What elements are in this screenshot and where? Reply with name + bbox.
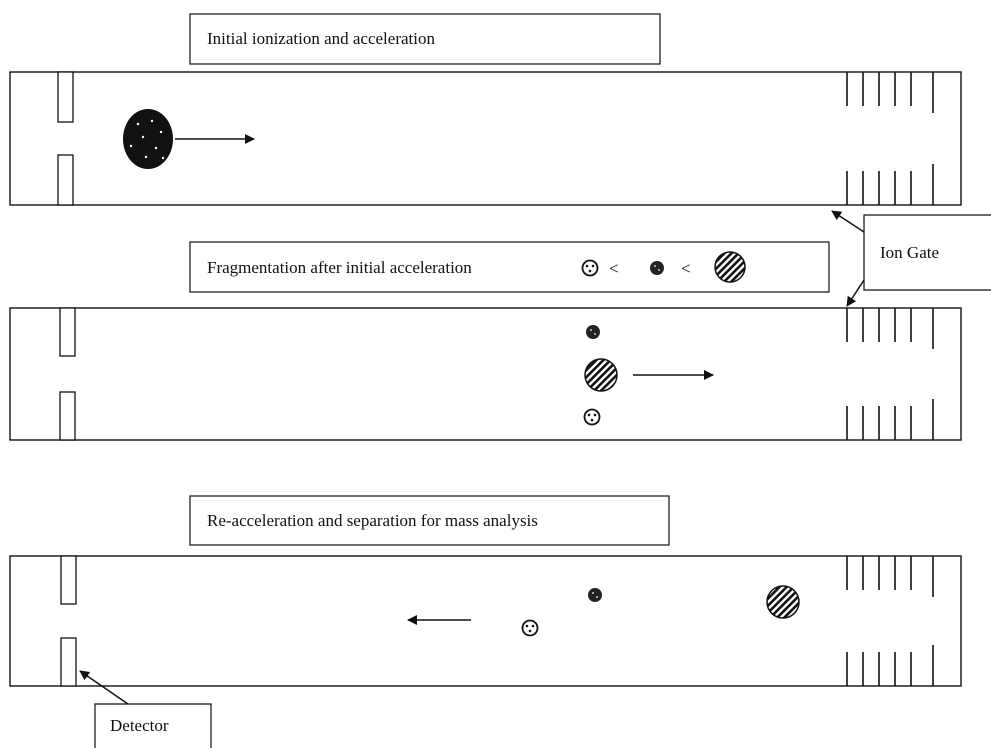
panel-reacceleration: Re-acceleration and separation for mass … bbox=[9, 495, 962, 687]
heavy-fragment-ion-3 bbox=[766, 585, 800, 619]
panel-3-title-box bbox=[189, 495, 670, 546]
precursor-ion bbox=[123, 109, 173, 169]
light-fragment-ion-2 bbox=[583, 408, 601, 426]
ion-gate-label-box bbox=[863, 214, 991, 291]
detector-callout: Detector bbox=[79, 670, 212, 748]
source-plate-top-3 bbox=[60, 555, 77, 605]
ion-gate-grid-top-3 bbox=[846, 556, 934, 597]
heavy-fragment-ion-2 bbox=[584, 358, 618, 392]
source-plate-top-2 bbox=[59, 307, 76, 357]
fragment-size-legend: < < bbox=[581, 251, 746, 283]
panel-1-title: Initial ionization and acceleration bbox=[207, 29, 435, 48]
panel-3-title: Re-acceleration and separation for mass … bbox=[207, 511, 538, 530]
ion-gate-arrow-top bbox=[831, 210, 865, 233]
ion-gate-grid-bottom-1 bbox=[846, 164, 934, 205]
panel-initial-ionization: Initial ionization and acceleration bbox=[9, 13, 962, 206]
source-plate-bottom-2 bbox=[59, 391, 76, 441]
detector-label: Detector bbox=[110, 716, 169, 735]
flight-tube-2 bbox=[9, 307, 962, 441]
detector-label-box bbox=[94, 703, 212, 748]
legend-less-than-2: < bbox=[681, 259, 691, 278]
ion-gate-label: Ion Gate bbox=[880, 243, 939, 262]
ion-gate-arrow-bottom bbox=[846, 279, 865, 307]
medium-fragment-ion-3 bbox=[588, 588, 602, 602]
ion-gate-callout: Ion Gate bbox=[831, 210, 991, 307]
panel-1-title-box bbox=[189, 13, 661, 65]
legend-heavy-fragment-icon bbox=[714, 251, 746, 283]
ion-gate-grid-bottom-3 bbox=[846, 645, 934, 686]
detector-plate bbox=[60, 637, 77, 687]
legend-less-than-1: < bbox=[609, 259, 619, 278]
source-plate-bottom-1 bbox=[57, 154, 74, 206]
flight-tube-3 bbox=[9, 555, 962, 687]
light-fragment-ion-3 bbox=[521, 619, 539, 637]
legend-light-fragment-icon bbox=[581, 259, 599, 277]
ion-gate-grid-top-2 bbox=[846, 308, 934, 349]
panel-2-title: Fragmentation after initial acceleration bbox=[207, 258, 472, 277]
ion-gate-grid-bottom-2 bbox=[846, 399, 934, 440]
legend-medium-fragment-icon bbox=[650, 261, 664, 275]
ion-gate-grid-top-1 bbox=[846, 72, 934, 113]
detector-arrow bbox=[79, 670, 129, 705]
source-plate-top-1 bbox=[57, 71, 74, 123]
medium-fragment-ion-2 bbox=[586, 325, 600, 339]
panel-fragmentation: Fragmentation after initial acceleration… bbox=[9, 241, 962, 441]
